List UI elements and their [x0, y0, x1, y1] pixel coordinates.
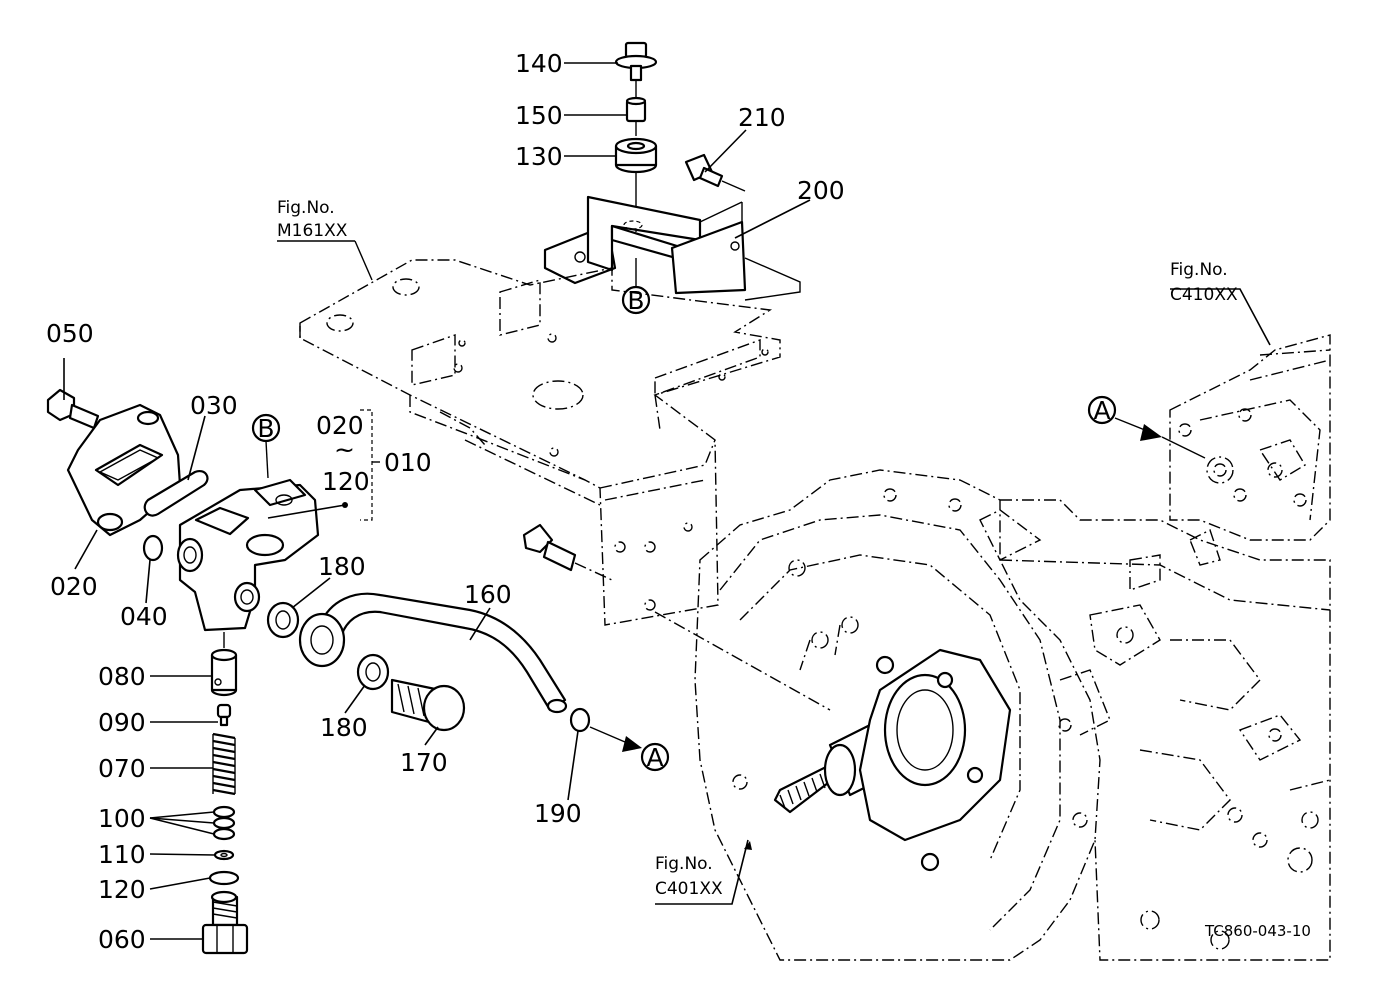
label-210: 210: [738, 103, 786, 132]
label-100: 100: [98, 804, 146, 833]
fig-ref-c410-label: Fig.No.: [1170, 260, 1228, 280]
pipe-160: [298, 592, 568, 714]
poppet-090: [216, 703, 232, 727]
label-120: 120: [98, 875, 146, 904]
collar-150: [625, 96, 647, 123]
label-130: 130: [515, 142, 563, 171]
o-ring-120: [208, 870, 240, 886]
label-range-tilde: ~: [334, 435, 355, 464]
label-040: 040: [120, 602, 168, 631]
banjo-bolt-170: [390, 678, 466, 732]
washer-180-b: [356, 653, 390, 691]
label-020: 020: [50, 572, 98, 601]
fig-ref-c401-code: C401XX: [655, 879, 723, 899]
fig-ref-m161-code: M161XX: [277, 221, 348, 241]
label-180-a: 180: [318, 552, 366, 581]
label-070: 070: [98, 754, 146, 783]
label-160: 160: [464, 580, 512, 609]
label-090: 090: [98, 708, 146, 737]
marker-a-pipe: [640, 742, 670, 772]
drawing-code: TC860-043-10: [1204, 922, 1311, 940]
label-050: 050: [46, 319, 94, 348]
label-060: 060: [98, 925, 146, 954]
label-range-to: 120: [322, 467, 370, 496]
leader-lines: [63, 62, 1271, 940]
bolt-210: [684, 153, 746, 192]
bolt-050: [46, 388, 100, 430]
label-150: 150: [515, 101, 563, 130]
label-080: 080: [98, 662, 146, 691]
valve-body: [176, 478, 320, 632]
marker-a-right: [1087, 395, 1117, 425]
label-140: 140: [515, 49, 563, 78]
label-110: 110: [98, 840, 146, 869]
label-range-from: 020: [316, 411, 364, 440]
marker-b-left-text: B: [257, 414, 274, 443]
valve-080: [210, 648, 238, 697]
washer-180-a: [266, 601, 300, 639]
fig-ref-c401-label: Fig.No.: [655, 854, 713, 874]
fig-ref-c410-code: C410XX: [1170, 285, 1238, 305]
plate-m161xx: [299, 259, 781, 626]
label-200: 200: [797, 176, 845, 205]
marker-b-top: [621, 285, 651, 315]
housing-c401xx: [694, 469, 1101, 961]
shims-100: [212, 805, 236, 841]
input-shaft: [773, 648, 1012, 872]
o-ring-190: [569, 707, 591, 733]
rubber-cushion-130: [614, 137, 658, 174]
o-ring-030: [143, 470, 209, 517]
label-170: 170: [400, 748, 448, 777]
bracket-200: [543, 195, 747, 295]
bolt-140: [614, 41, 658, 82]
marker-b-top-text: B: [627, 286, 644, 315]
plug-060: [201, 890, 249, 955]
marker-a-right-text: A: [1093, 396, 1110, 425]
fig-ref-m161-label: Fig.No.: [277, 198, 335, 218]
label-190: 190: [534, 799, 582, 828]
label-030: 030: [190, 391, 238, 420]
component-c410xx: [1169, 334, 1331, 541]
range-bracket: [360, 409, 373, 521]
spring-070: [212, 732, 236, 796]
plate-bolt: [522, 523, 577, 572]
o-ring-040: [142, 534, 164, 562]
marker-a-pipe-text: A: [646, 743, 663, 772]
housing-right: [979, 499, 1331, 961]
label-180-b: 180: [320, 713, 368, 742]
label-010: 010: [384, 448, 432, 477]
washer-110: [213, 849, 235, 861]
